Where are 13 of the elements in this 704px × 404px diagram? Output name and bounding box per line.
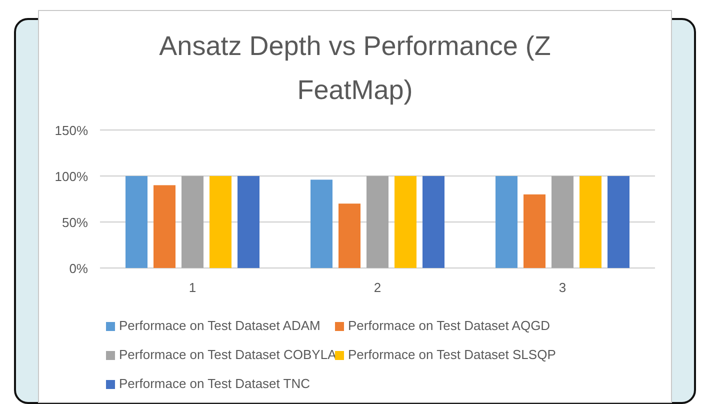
axis-tick-label: 0% — [69, 261, 88, 276]
legend-label: Performace on Test Dataset SLSQP — [348, 347, 556, 362]
legend-label: Performace on Test Dataset AQGD — [348, 318, 550, 333]
legend-label: Performace on Test Dataset ADAM — [119, 318, 320, 333]
axis-category-label: 2 — [374, 280, 382, 295]
legend-label: Performace on Test Dataset COBYLA — [119, 347, 336, 362]
axis-tick-label: 150% — [54, 123, 88, 138]
axis-tick-label: 50% — [62, 215, 88, 230]
chart-title: Ansatz Depth vs Performance (Z FeatMap) — [158, 30, 552, 107]
axis-tick-label: 100% — [54, 169, 88, 184]
axis-category-label: 1 — [188, 280, 196, 295]
legend-label: Performace on Test Dataset TNC — [119, 376, 310, 391]
axis-category-label: 3 — [558, 280, 566, 295]
